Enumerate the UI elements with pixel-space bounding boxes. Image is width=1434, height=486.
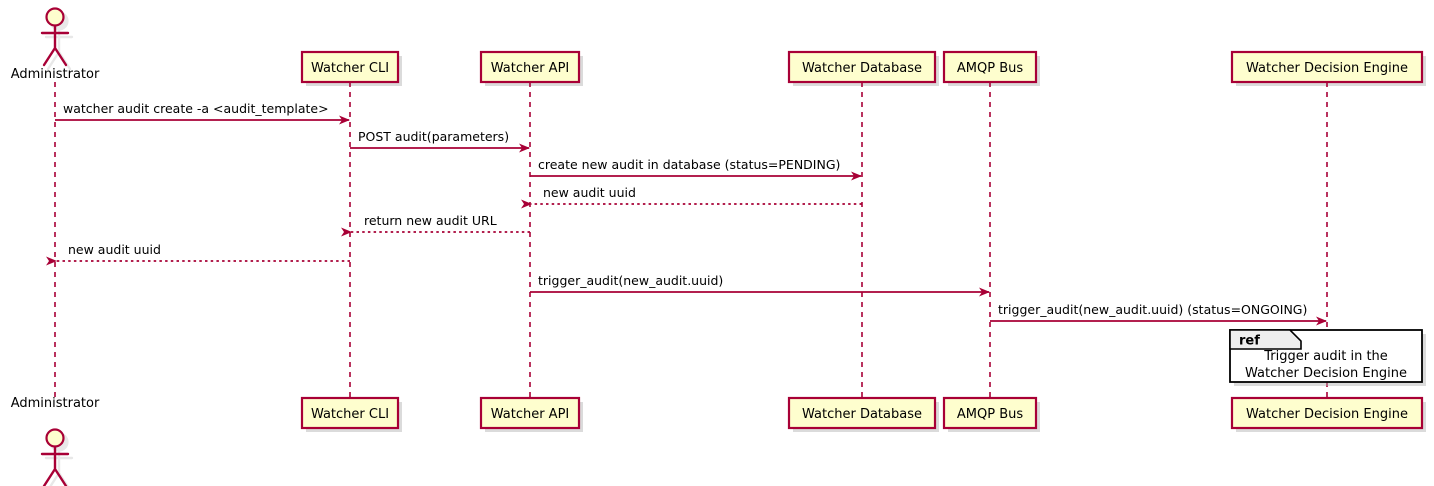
participant-box-api-bottom[interactable]: Watcher API <box>479 396 581 430</box>
participant-box-amqp-bottom[interactable]: AMQP Bus <box>942 396 1038 430</box>
message-7[interactable]: trigger_audit(new_audit.uuid) <box>530 273 990 297</box>
ref-fragment-line: Trigger audit in the <box>1263 349 1388 364</box>
lifeline-layer <box>54 82 1328 398</box>
participant-box-rect <box>942 50 1038 84</box>
participant-label: Watcher CLI <box>311 61 389 76</box>
participant-box-cli-top[interactable]: Watcher CLI <box>300 50 400 84</box>
participant-box-rect <box>479 396 581 430</box>
message-label: return new audit URL <box>364 213 497 228</box>
participant-box-wde-bottom[interactable]: Watcher Decision Engine <box>1230 396 1424 430</box>
actor-head-icon <box>45 7 65 27</box>
participant-box-cli-bottom[interactable]: Watcher CLI <box>300 396 400 430</box>
participant-box-rect <box>1230 50 1424 84</box>
participant-box-rect <box>479 50 581 84</box>
participant-label: Watcher API <box>491 61 570 76</box>
participant-box-api-top[interactable]: Watcher API <box>479 50 581 84</box>
actor-body-icon <box>44 449 74 486</box>
participant-box-db-bottom[interactable]: Watcher Database <box>787 396 937 430</box>
message-label: watcher audit create -a <audit_template> <box>63 101 329 116</box>
message-label: POST audit(parameters) <box>358 129 509 144</box>
participant-box-db-top[interactable]: Watcher Database <box>787 50 937 84</box>
actor-admin-bottom[interactable]: Administrator <box>11 396 100 486</box>
participant-box-amqp-top[interactable]: AMQP Bus <box>942 50 1038 84</box>
participant-label: AMQP Bus <box>957 407 1023 422</box>
participant-box-rect <box>787 396 937 430</box>
actor-body-icon <box>40 24 70 67</box>
participant-box-rect <box>300 50 400 84</box>
participant-box-layer: Watcher CLI Watcher CLI Watcher API Watcher… <box>300 50 1424 430</box>
message-label: create new audit in database (status=PEN… <box>538 157 840 172</box>
actor-label: Administrator <box>11 67 100 82</box>
ref-fragment-line: Watcher Decision Engine <box>1245 366 1407 381</box>
message-1[interactable]: watcher audit create -a <audit_template> <box>55 101 350 125</box>
participant-label: Watcher API <box>491 407 570 422</box>
participant-box-wde-top[interactable]: Watcher Decision Engine <box>1230 50 1424 84</box>
message-label: new audit uuid <box>68 242 161 257</box>
participant-label: Watcher Decision Engine <box>1246 61 1408 76</box>
participant-label: Watcher Database <box>802 61 922 76</box>
actor-body-icon <box>40 445 70 486</box>
message-8[interactable]: trigger_audit(new_audit.uuid) (status=ON… <box>990 302 1327 326</box>
participant-box-rect <box>300 396 400 430</box>
participant-label: Watcher Decision Engine <box>1246 407 1408 422</box>
message-5[interactable]: return new audit URL <box>341 213 530 237</box>
message-6[interactable]: new audit uuid <box>46 242 350 266</box>
participant-label: Watcher CLI <box>311 407 389 422</box>
message-3[interactable]: create new audit in database (status=PEN… <box>530 157 862 181</box>
participant-label: AMQP Bus <box>957 61 1023 76</box>
actor-label: Administrator <box>11 396 100 411</box>
actor-body-icon <box>44 28 74 71</box>
message-label: trigger_audit(new_audit.uuid) <box>538 273 723 288</box>
participant-box-rect <box>787 50 937 84</box>
participant-label: Watcher Database <box>802 407 922 422</box>
ref-fragment-keyword: ref <box>1239 334 1260 349</box>
message-label: new audit uuid <box>543 185 636 200</box>
message-layer: watcher audit create -a <audit_template>… <box>46 101 1327 326</box>
message-2[interactable]: POST audit(parameters) <box>350 129 530 153</box>
message-4[interactable]: new audit uuid <box>521 185 862 209</box>
message-label: trigger_audit(new_audit.uuid) (status=ON… <box>998 302 1307 317</box>
participant-box-rect <box>942 396 1038 430</box>
actor-admin-top[interactable]: Administrator <box>11 7 100 83</box>
participant-box-rect <box>1230 396 1424 430</box>
actor-head-icon <box>45 428 65 448</box>
ref-fragment-tab <box>1229 329 1302 350</box>
